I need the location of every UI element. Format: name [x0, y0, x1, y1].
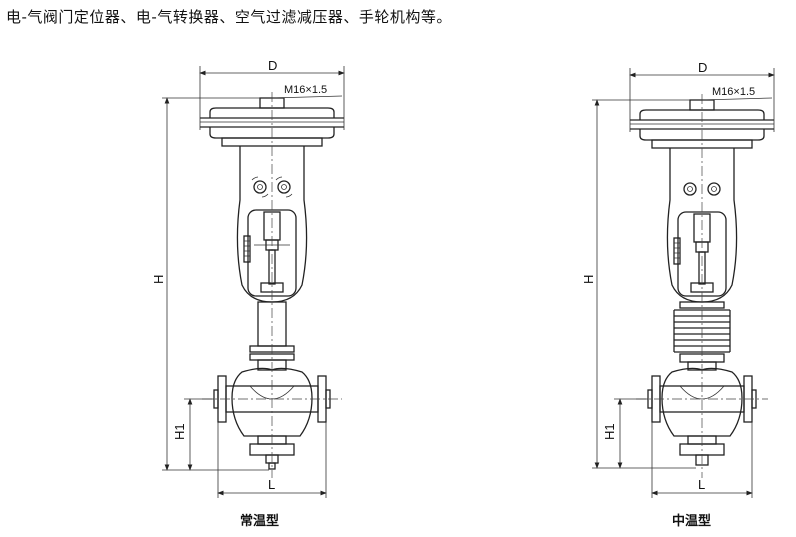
dim-D: D — [698, 60, 707, 75]
dim-H1: H1 — [602, 423, 617, 440]
figure-label: 中温型 — [672, 513, 711, 529]
dim-thread: M16×1.5 — [284, 84, 327, 96]
dimensions: D M16×1.5 H H1 L — [581, 60, 775, 498]
dim-thread: M16×1.5 — [712, 86, 755, 98]
dim-H: H — [581, 275, 596, 284]
valve-medium-temp: D M16×1.5 H H1 L 中温型 — [581, 60, 775, 529]
figure-label: 常温型 — [240, 513, 279, 529]
dim-H: H — [151, 275, 166, 284]
dim-D: D — [268, 58, 277, 73]
dimensions: D M16×1.5 H H1 L — [151, 58, 345, 498]
dim-H1: H1 — [172, 423, 187, 440]
valve-normal-temp: D M16×1.5 H H1 L 常温型 — [151, 58, 345, 529]
dim-L: L — [268, 477, 275, 492]
caption-text: 电-气阀门定位器、电-气转换器、空气过滤减压器、手轮机构等。 — [6, 8, 452, 26]
dim-L: L — [698, 477, 705, 492]
